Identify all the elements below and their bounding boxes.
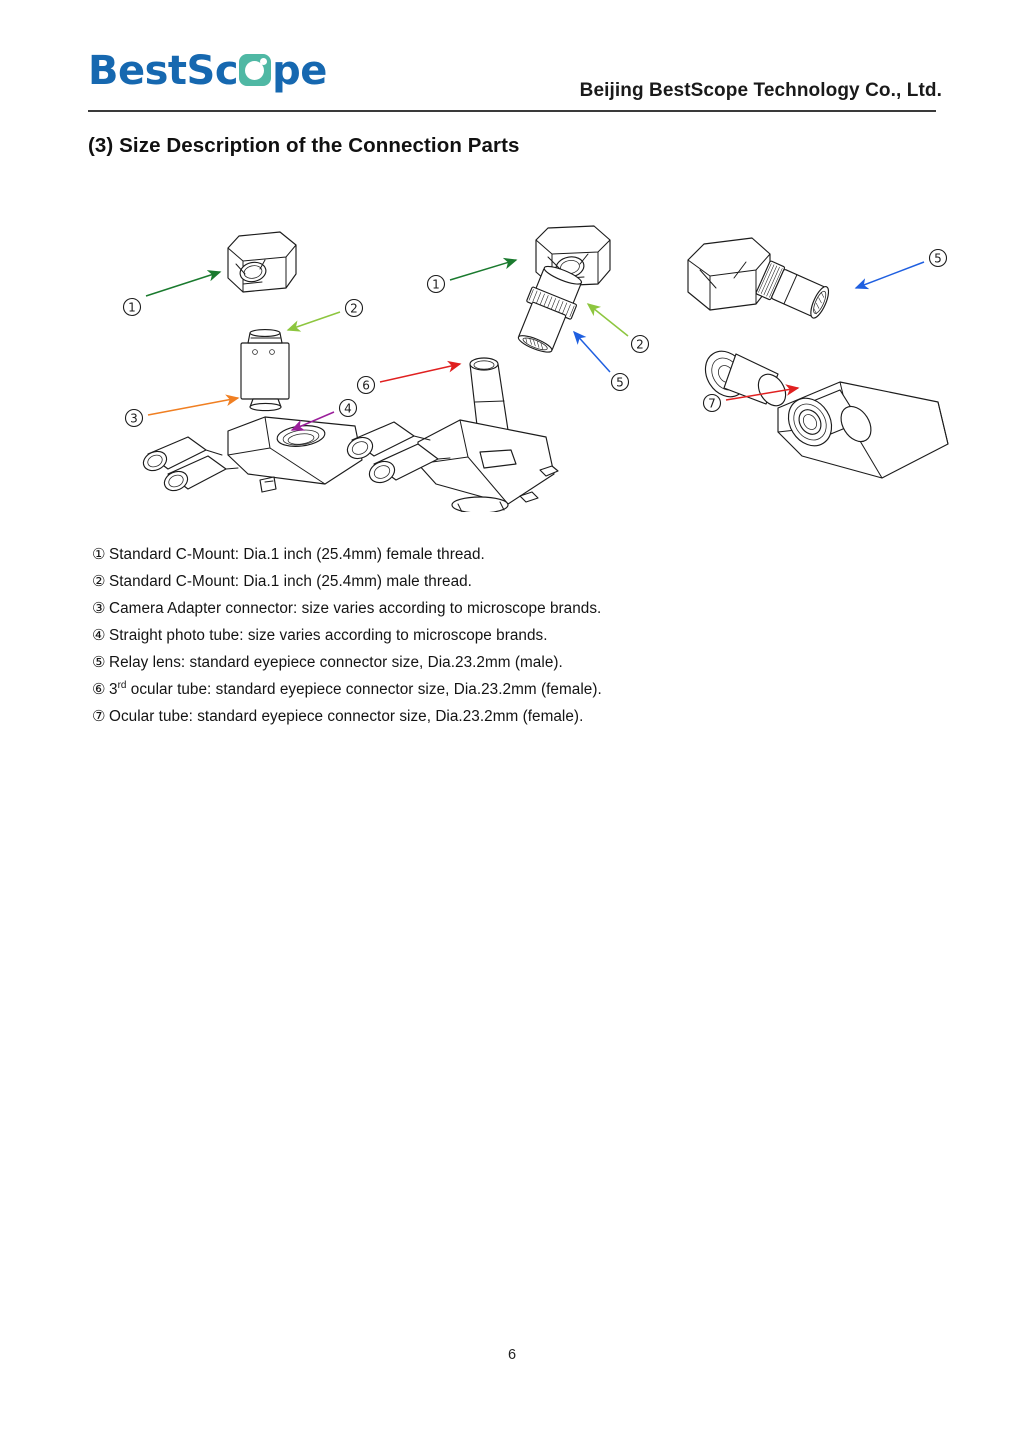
company-name: Beijing BestScope Technology Co., Ltd. [579,80,942,101]
trinocular-head-2 [346,419,559,512]
callout-2-5: 5 [572,330,630,392]
binocular-head-3 [704,350,949,479]
ocular-tube-right-3 [787,389,872,447]
legend-marker: ② [92,572,106,590]
legend-text-before: 3 [109,681,118,698]
legend-text: Relay lens: standard eyepiece connector … [109,654,563,671]
page-title: (3) Size Description of the Connection P… [88,134,520,157]
eyepiece-tubes-1 [142,436,239,492]
diagram-relay-lens-ocular-tube-assembly: 5 7 [687,237,949,479]
legend-marker: ③ [92,599,106,617]
legend-text: Camera Adapter connector: size varies ac… [109,600,602,617]
exploded-diagrams-svg: .ln { fill:#ffffff; stroke:#1c1c1c; stro… [122,225,949,512]
legend-marker: ④ [92,626,106,644]
svg-text:5: 5 [616,376,624,390]
camera-with-relay-lens-3 [687,237,830,319]
svg-text:7: 7 [708,397,716,411]
svg-text:5: 5 [934,252,942,266]
svg-text:2: 2 [636,338,644,352]
svg-text:1: 1 [432,278,440,292]
relay-lens-2 [517,265,583,353]
svg-text:6: 6 [362,379,370,393]
legend-text: Straight photo tube: size varies accordi… [109,627,548,644]
logo-text-after: pe [272,48,327,94]
legend-text: Standard C-Mount: Dia.1 inch (25.4mm) fe… [109,546,485,563]
callout-3-5: 5 [854,248,948,290]
legend-text: Ocular tube: standard eyepiece connector… [109,708,584,725]
camera-body-1 [227,231,297,293]
legend-marker: ⑦ [92,707,106,725]
eyepiece-tubes-2 [346,421,451,484]
svg-text:1: 1 [128,301,136,315]
callout-3-7: 7 [702,384,800,413]
callout-1-3: 3 [124,394,240,428]
trinocular-head-1 [142,416,363,493]
ocular-eyepiece-left-3 [704,350,787,407]
camera-adapter-1 [240,329,290,412]
svg-text:4: 4 [344,402,352,416]
legend-marker: ⑥ [92,680,106,698]
page-number: 6 [507,1347,517,1363]
page-header: BestSc pe Beijing BestScope Technology C… [0,0,1024,118]
diagram-c-mount-adapter-assembly: 1 2 3 4 [122,231,364,493]
svg-text:3: 3 [130,412,138,426]
header-divider [88,110,936,112]
legend-marker: ① [92,545,106,563]
connection-parts-figure: .ln { fill:#ffffff; stroke:#1c1c1c; stro… [110,212,970,512]
diagram-relay-lens-third-ocular-assembly: 1 2 5 6 [346,225,650,512]
callout-1-2: 2 [286,298,364,332]
callout-1-4: 4 [290,398,358,431]
callout-1-1: 1 [122,270,222,317]
callout-2-6: 6 [356,360,462,395]
lens-o-icon [239,54,272,86]
logo-text-before: BestSc [88,48,239,94]
legend-superscript: rd [117,679,127,691]
svg-text:2: 2 [350,302,358,316]
callout-2-2: 2 [586,303,650,354]
callout-2-1: 1 [426,257,518,294]
bestscope-logo: BestSc pe [88,48,327,94]
legend-text-after: ocular tube: standard eyepiece connector… [126,681,602,698]
legend-marker: ⑤ [92,653,106,671]
legend-text: Standard C-Mount: Dia.1 inch (25.4mm) ma… [109,573,472,590]
